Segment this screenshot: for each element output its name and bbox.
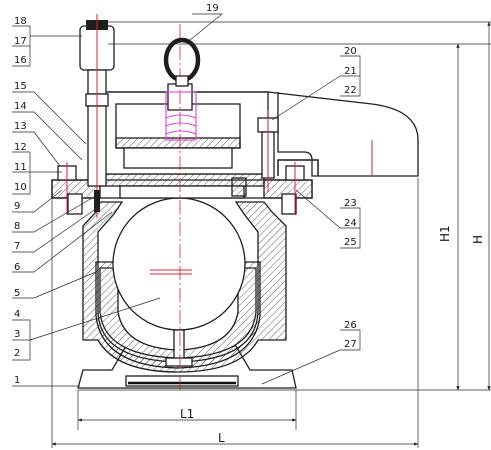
part-label-10: 10 [14,182,27,193]
part-label-14: 14 [14,101,27,112]
flange-assembly [51,162,313,215]
part-label-17: 17 [14,36,27,47]
valve-body [77,197,297,389]
part-number-labels: 18 17 16 15 14 13 12 11 10 9 8 7 6 5 4 3… [14,3,357,386]
part-label-6: 6 [14,262,20,273]
part-label-15: 15 [14,81,27,92]
part-label-4: 4 [14,309,20,320]
part-label-16: 16 [14,55,27,66]
spring [165,91,197,141]
part-label-12: 12 [14,142,27,153]
part-label-22: 22 [344,85,357,96]
bypass-pipe [277,159,319,176]
part-label-9: 9 [14,201,20,212]
part-label-2: 2 [14,348,20,359]
part-label-13: 13 [14,121,27,132]
dim-H: H [471,235,485,244]
part-label-19: 19 [206,3,219,14]
part-label-20: 20 [344,46,357,57]
part-label-23: 23 [344,198,357,209]
part-label-3: 3 [14,329,20,340]
part-label-8: 8 [14,221,20,232]
bonnet [103,24,419,390]
pilot-valve [79,14,115,218]
part-label-11: 11 [14,162,27,173]
part-label-18: 18 [14,16,27,27]
dim-H1: H1 [438,225,452,242]
part-label-21: 21 [344,66,357,77]
part-label-26: 26 [344,320,357,331]
part-label-7: 7 [14,241,20,252]
lifting-eye [163,37,201,87]
leader-lines [12,13,361,387]
part-label-24: 24 [344,218,357,229]
part-label-5: 5 [14,288,20,299]
dim-L1: L1 [180,407,194,421]
part-label-27: 27 [344,339,357,350]
part-label-25: 25 [344,237,357,248]
part-label-1: 1 [14,375,20,386]
dim-L: L [218,431,225,445]
